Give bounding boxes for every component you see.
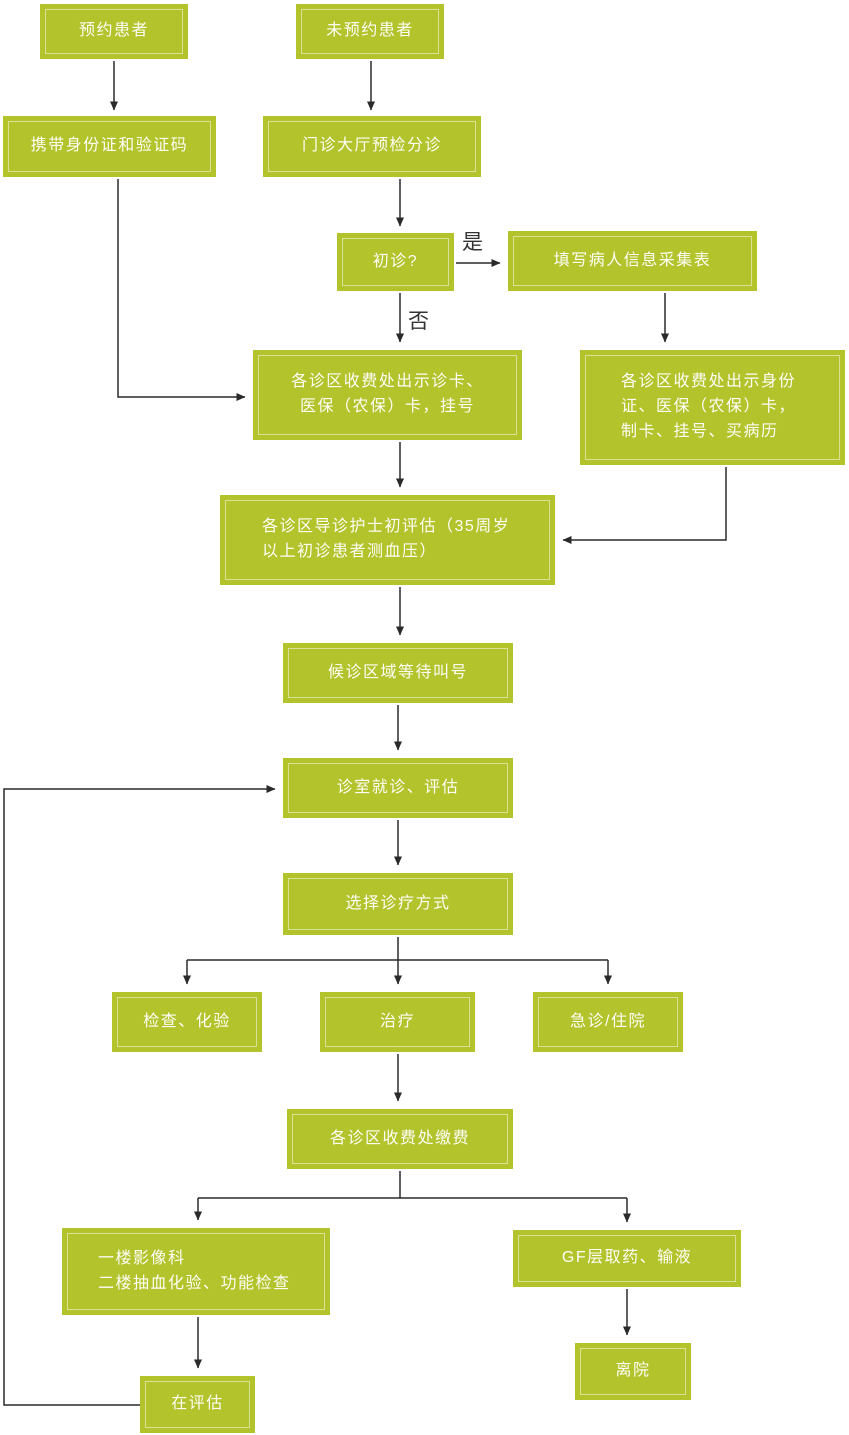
- node-treatment: 治疗: [320, 992, 475, 1052]
- node-label: 填写病人信息采集表: [553, 251, 712, 269]
- node-label: 各诊区导诊护士初评估（35周岁 以上初诊患者测血压）: [262, 518, 511, 560]
- node-label: 未预约患者: [326, 22, 414, 40]
- node-walk-in-patient: 未预约患者: [296, 4, 444, 59]
- node-register-existing: 各诊区收费处出示诊卡、 医保（农保）卡，挂号: [253, 350, 522, 440]
- node-hall-triage: 门诊大厅预检分诊: [263, 116, 481, 177]
- connector-bringid-to-register: [117, 179, 246, 401]
- node-label: 诊室就诊、评估: [336, 778, 460, 796]
- node-label: 各诊区收费处出示身份 证、医保（农保）卡， 制卡、挂号、买病历: [621, 373, 797, 440]
- node-label: 选择诊疗方式: [345, 894, 451, 912]
- node-emergency-admission: 急诊/住院: [533, 992, 683, 1052]
- node-label: 离院: [615, 1362, 651, 1380]
- node-label: 在评估: [171, 1395, 224, 1413]
- node-tests: 检查、化验: [112, 992, 262, 1052]
- node-label: 候诊区域等待叫号: [327, 663, 468, 681]
- node-label: 一楼影像科 二楼抽血化验、功能检查: [98, 1249, 291, 1292]
- node-booked-patient: 预约患者: [40, 4, 188, 59]
- edge-label-yes: 是: [462, 231, 483, 254]
- node-label: 门诊大厅预检分诊: [301, 137, 442, 155]
- node-consultation: 诊室就诊、评估: [283, 758, 513, 818]
- node-imaging-lab: 一楼影像科 二楼抽血化验、功能检查: [62, 1228, 330, 1315]
- node-register-new: 各诊区收费处出示身份 证、医保（农保）卡， 制卡、挂号、买病历: [580, 350, 845, 465]
- node-choose-treatment: 选择诊疗方式: [283, 873, 513, 935]
- node-label: 携带身份证和验证码: [30, 137, 189, 155]
- connector-reassessment-loop: [3, 785, 276, 1406]
- node-info-form: 填写病人信息采集表: [508, 231, 757, 291]
- node-label: 急诊/住院: [570, 1012, 646, 1030]
- connector-registernew-to-assessment: [562, 467, 727, 544]
- node-label: 治疗: [379, 1012, 415, 1030]
- node-nurse-assessment: 各诊区导诊护士初评估（35周岁 以上初诊患者测血压）: [220, 495, 555, 585]
- node-first-visit-decision: 初诊?: [337, 233, 454, 291]
- node-label: 检查、化验: [143, 1012, 231, 1030]
- node-pharmacy-infusion: GF层取药、输液: [513, 1230, 741, 1287]
- node-label: 各诊区收费处缴费: [329, 1129, 470, 1147]
- node-reassessment: 在评估: [140, 1376, 255, 1433]
- node-label: 初诊?: [372, 252, 419, 270]
- node-waiting-area: 候诊区域等待叫号: [283, 643, 513, 703]
- edge-label-no: 否: [408, 310, 429, 333]
- node-payment: 各诊区收费处缴费: [287, 1109, 513, 1169]
- node-bring-id: 携带身份证和验证码: [3, 116, 216, 177]
- node-discharge: 离院: [575, 1343, 691, 1400]
- node-label: 各诊区收费处出示诊卡、 医保（农保）卡，挂号: [291, 373, 484, 415]
- node-label: 预约患者: [78, 22, 149, 40]
- node-label: GF层取药、输液: [561, 1249, 693, 1267]
